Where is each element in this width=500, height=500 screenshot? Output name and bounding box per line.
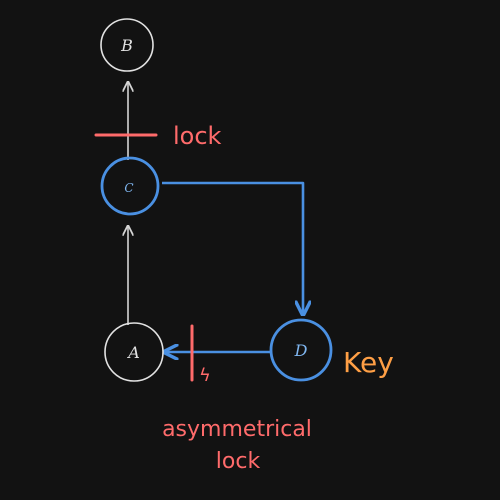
node-d-label: D <box>294 341 308 360</box>
edge-c-to-d <box>162 181 303 313</box>
asymmetrical-lock-annotation-line2: lock <box>216 449 261 474</box>
node-a-label: A <box>126 343 140 362</box>
node-d: D <box>269 318 333 382</box>
lock-annotation: lock <box>173 122 222 150</box>
node-c: C <box>100 156 160 216</box>
key-annotation: Key <box>343 346 394 379</box>
node-c-label: C <box>124 181 133 195</box>
lock-mark-glyph: ϟ <box>199 365 211 386</box>
asymmetrical-lock-annotation-line1: asymmetrical <box>162 417 312 442</box>
node-b: B <box>100 18 154 72</box>
node-b-label: B <box>120 36 133 55</box>
node-a: A <box>104 322 164 382</box>
